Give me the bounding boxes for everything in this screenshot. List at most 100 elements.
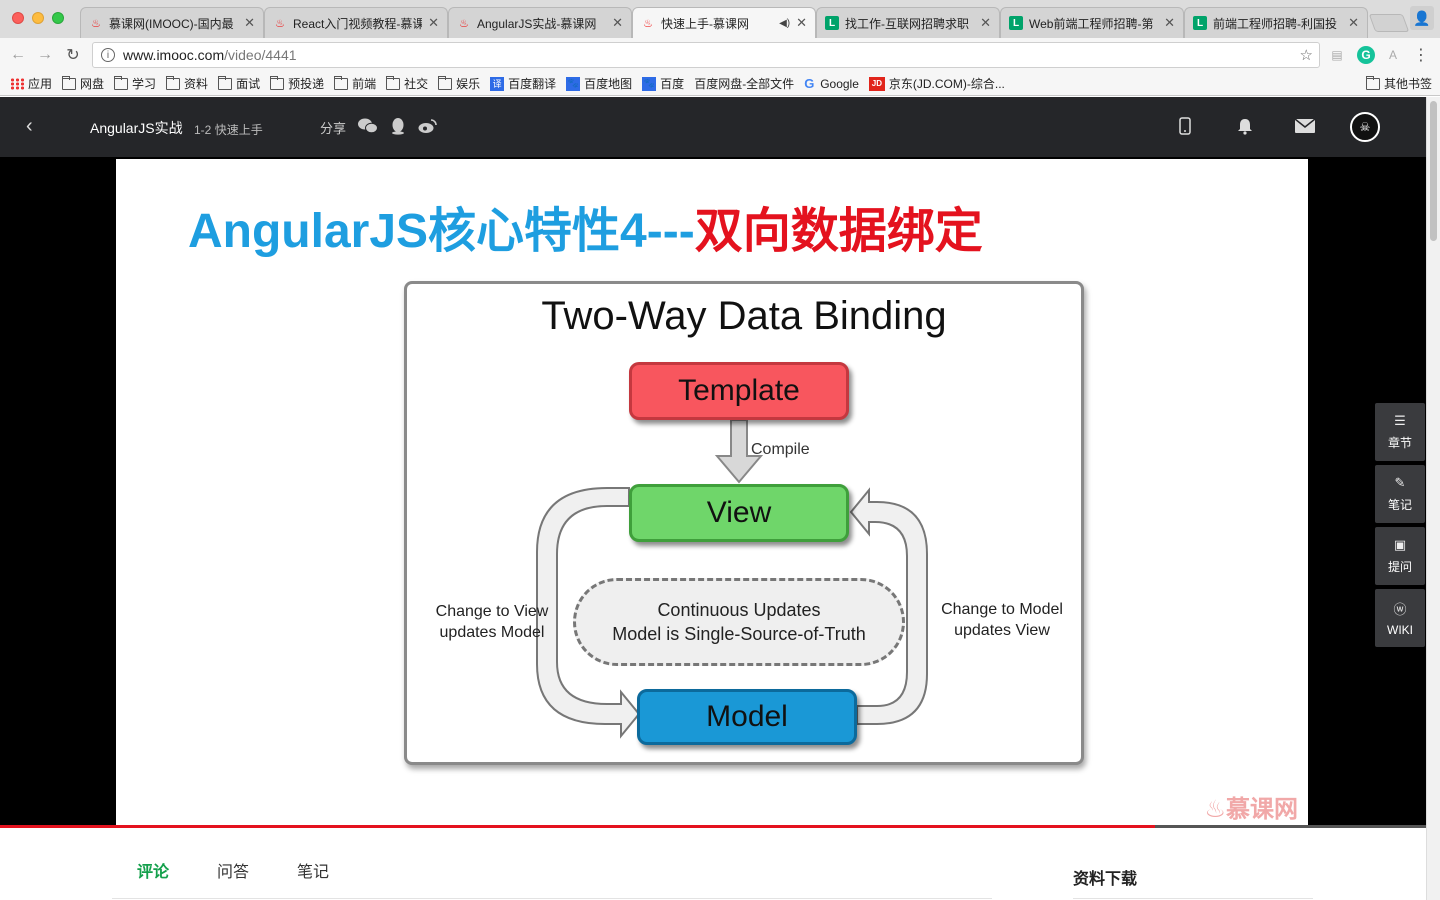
bookmark-label: 百度网盘-全部文件 — [694, 77, 795, 91]
page-scrollbar[interactable] — [1426, 97, 1440, 900]
chapters-button[interactable]: ☰ 章节 — [1375, 403, 1425, 461]
browser-tab[interactable]: L 前端工程师招聘-利国投 ✕ — [1184, 7, 1368, 38]
forward-arrow-icon[interactable]: → — [37, 46, 53, 63]
bookmark-folder[interactable]: 社交 — [386, 75, 428, 92]
folder-icon — [270, 75, 285, 90]
folder-icon — [62, 75, 77, 90]
other-bookmarks[interactable]: 其他书签 — [1365, 75, 1432, 92]
tab-qa[interactable]: 问答 — [217, 864, 250, 881]
tab-strip: ♨ 慕课网(IMOOC)-国内最 ✕ ♨ React入门视频教程-慕课 ✕ ♨ … — [0, 0, 1440, 38]
bookmark-folder[interactable]: 预投递 — [270, 75, 324, 92]
close-icon[interactable]: ✕ — [796, 15, 807, 30]
bookmark-label: 百度翻译 — [508, 77, 557, 91]
back-arrow-icon[interactable]: ← — [10, 46, 26, 63]
bookmark-folder[interactable]: 娱乐 — [438, 75, 480, 92]
slide-title: AngularJS核心特性4---双向数据绑定 — [188, 191, 983, 261]
bookmark-folder[interactable]: 前端 — [334, 75, 376, 92]
chapter-number: 1-2 — [194, 123, 212, 137]
downloads-title: 资料下载 — [1073, 871, 1138, 888]
chapter-label: 1-2 快速上手 — [194, 121, 263, 138]
bookmark-folder[interactable]: 面试 — [218, 75, 260, 92]
browser-tab[interactable]: ♨ 慕课网(IMOOC)-国内最 ✕ — [80, 7, 264, 38]
caption-line: updates View — [954, 621, 1050, 639]
browser-tab-active[interactable]: ♨ 快速上手-慕课网 ◀) ✕ — [632, 7, 816, 38]
video-progress-bar[interactable] — [0, 825, 1426, 828]
bookmark-folder[interactable]: 网盘 — [62, 75, 104, 92]
close-icon[interactable]: ✕ — [1348, 15, 1359, 30]
bookmark-link[interactable]: 🐾百度地图 — [566, 75, 632, 92]
flame-icon: ♨ — [459, 17, 469, 30]
bookmark-label: 京东(JD.COM)-综合... — [888, 77, 1005, 91]
profile-icon[interactable]: 👤 — [1410, 6, 1434, 30]
compile-label: Compile — [751, 441, 810, 458]
bookmark-link[interactable]: 🐾百度 — [642, 75, 684, 92]
folder-icon — [218, 75, 233, 90]
bookmark-label: 百度地图 — [584, 77, 633, 91]
folder-icon — [438, 75, 453, 90]
wiki-icon: ⓦ — [1393, 602, 1407, 617]
share-label: 分享 — [320, 121, 347, 136]
bookmark-label: 社交 — [404, 77, 429, 91]
bookmark-folder[interactable]: 学习 — [114, 75, 156, 92]
close-icon[interactable]: ✕ — [244, 15, 255, 30]
close-icon[interactable]: ✕ — [1164, 15, 1175, 30]
bookmark-label: 应用 — [28, 77, 53, 91]
star-icon[interactable]: ☆ — [1299, 47, 1313, 64]
address-bar[interactable]: i www.imooc.com/video/4441 ☆ — [92, 42, 1320, 68]
lagou-icon: L — [825, 16, 839, 30]
bell-icon[interactable] — [1234, 115, 1256, 137]
avatar[interactable]: ☠ — [1350, 112, 1380, 142]
close-icon[interactable]: ✕ — [428, 15, 439, 30]
close-icon[interactable]: ✕ — [980, 15, 991, 30]
angular-extension-icon[interactable]: A — [1388, 48, 1397, 62]
bookmarks-bar: 应用 网盘 学习 资料 面试 预投递 前端 社交 娱乐 译百度翻译 🐾百度地图 … — [0, 72, 1440, 379]
bookmark-apps[interactable]: 应用 — [10, 75, 52, 92]
minimize-window-button[interactable] — [32, 12, 44, 24]
browser-tab[interactable]: ♨ React入门视频教程-慕课 ✕ — [264, 7, 448, 38]
back-chevron-icon[interactable]: ‹ — [26, 115, 33, 137]
qq-icon[interactable] — [387, 115, 409, 137]
tab-notes[interactable]: 笔记 — [297, 864, 330, 881]
wiki-button[interactable]: ⓦ WIKI — [1375, 589, 1425, 647]
baidu-icon: 🐾 — [642, 76, 657, 91]
grammarly-icon[interactable]: G — [1357, 46, 1375, 64]
tab-comments[interactable]: 评论 — [137, 864, 170, 881]
close-window-button[interactable] — [12, 12, 24, 24]
menu-icon: ☰ — [1394, 413, 1406, 428]
caption-line: updates Model — [439, 623, 545, 641]
video-player[interactable]: AngularJS核心特性4---双向数据绑定 Two-Way Data Bin… — [0, 157, 1426, 826]
scrollbar-thumb[interactable] — [1430, 101, 1437, 241]
ask-question-button[interactable]: ▣ 提问 — [1375, 527, 1425, 585]
flame-icon: ♨ — [275, 17, 285, 30]
wiki-label: WIKI — [1387, 623, 1413, 637]
reload-icon[interactable]: ↻ — [66, 47, 80, 64]
course-title[interactable]: AngularJS实战 — [90, 120, 183, 136]
bookmark-link[interactable]: ☁百度网盘-全部文件 — [166, 75, 795, 379]
notes-button[interactable]: ✎ 笔记 — [1375, 465, 1425, 523]
speaker-icon[interactable]: ◀) — [779, 17, 791, 29]
weibo-icon[interactable] — [417, 115, 439, 137]
bookmark-label: Google — [820, 76, 859, 91]
reader-icon[interactable]: ▤ — [1331, 48, 1343, 62]
lagou-icon: L — [1193, 16, 1207, 30]
caption-line: Change to Model — [941, 601, 1063, 618]
browser-tab[interactable]: L 找工作-互联网招聘求职 ✕ — [816, 7, 1000, 38]
view-node: View — [629, 484, 849, 542]
cloud-line: Continuous Updates — [657, 599, 821, 620]
bookmark-link[interactable]: 译百度翻译 — [490, 75, 556, 92]
browser-toolbar: ← → ↻ i www.imooc.com/video/4441 ☆ ▤ G A… — [0, 38, 1440, 72]
new-tab-button[interactable] — [1368, 14, 1410, 32]
folder-icon — [386, 75, 401, 90]
browser-tab[interactable]: L Web前端工程师招聘-第 ✕ — [1000, 7, 1184, 38]
mobile-icon[interactable] — [1174, 115, 1196, 137]
info-icon[interactable]: i — [101, 48, 115, 62]
close-icon[interactable]: ✕ — [612, 15, 623, 30]
mail-icon[interactable] — [1294, 115, 1316, 137]
wechat-icon[interactable] — [357, 115, 379, 137]
bookmark-folder[interactable]: 资料 — [166, 75, 208, 92]
zoom-window-button[interactable] — [52, 12, 64, 24]
chrome-menu-icon[interactable]: ⋮ — [1413, 47, 1429, 64]
browser-tab[interactable]: ♨ AngularJS实战-慕课网 ✕ — [448, 7, 632, 38]
